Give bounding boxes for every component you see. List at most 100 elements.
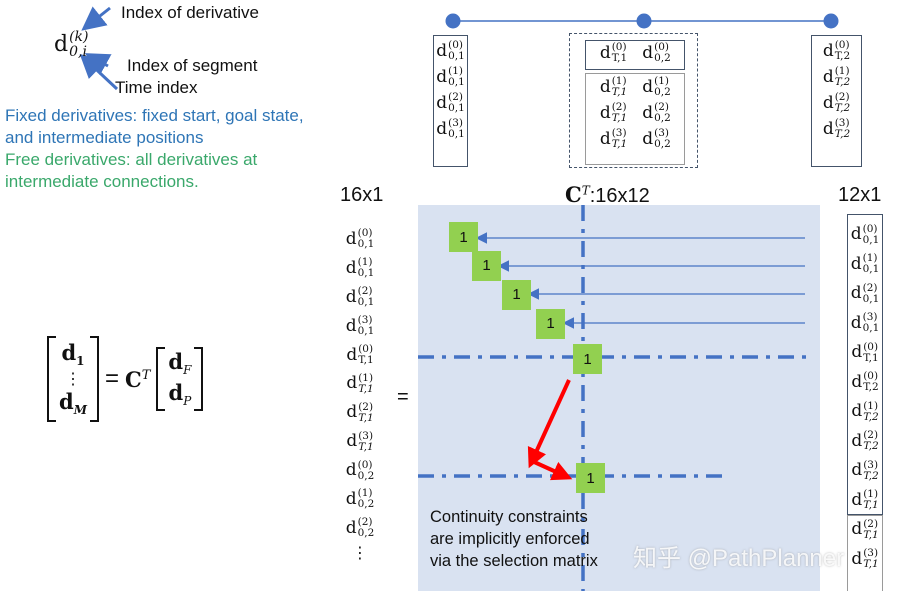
legend-arrow (81, 6, 111, 31)
fixed-connection-box (585, 40, 685, 70)
watermark: 知乎 @PathPlanner (633, 545, 845, 572)
continuity-note: Continuity constraints are implicitly en… (430, 506, 598, 572)
lhs-top: d (61, 339, 77, 365)
matrix-cell-one: 1 (573, 344, 602, 374)
segment2-end-box (811, 35, 862, 167)
free-derivatives-line2: intermediate connections. (5, 172, 199, 191)
derivative-label: d(2)T,2 (822, 91, 851, 115)
derivative-label: d(0)T,1 (346, 342, 374, 366)
fixed-derivatives-line1: Fixed derivatives: fixed start, goal sta… (5, 106, 304, 125)
derivative-label: d(2)T,1 (851, 517, 879, 541)
derivative-label: d(3)T,1 (851, 547, 879, 571)
free-connection-box (585, 73, 685, 165)
derivative-label: d(2)T,2 (851, 429, 879, 453)
symbol-base: d (54, 31, 69, 57)
continuity-arrow-up (527, 379, 571, 469)
index-of-segment-label: Index of segment (127, 56, 258, 75)
derivative-label: d(3)T,2 (851, 458, 879, 482)
note-line-3: via the selection matrix (430, 552, 598, 570)
more-rows-dots: ⋮ (352, 544, 368, 562)
left-dimension-label: 16x1 (340, 184, 384, 206)
left-bracket (47, 336, 56, 422)
derivative-label: d(1)T,2 (822, 65, 851, 89)
lhs-bottom-sub: M (73, 403, 87, 418)
derivative-label: d(2)0,1 (436, 91, 465, 115)
derivative-label: d(2)0,2 (345, 516, 375, 540)
segment1-start-box (433, 35, 468, 167)
fixed-derivatives-line2: and intermediate positions (5, 128, 204, 147)
matrix-cell-one: 1 (472, 250, 501, 281)
note-line-2: are implicitly enforced (430, 530, 590, 548)
symbol-sup: (k) (69, 29, 89, 45)
rhs-top-sub: F (183, 363, 192, 378)
derivative-label: d(0)0,1 (345, 227, 375, 251)
derivative-label: d(1)T,1 (599, 75, 628, 99)
matrix-name: C (565, 182, 582, 207)
derivative-label: d(2)T,1 (346, 400, 374, 424)
derivative-label: d(2)T,1 (599, 101, 628, 125)
free-vector-box (847, 515, 883, 591)
time-index-label: Time index (115, 78, 198, 97)
derivative-label: d(1)0,1 (345, 256, 375, 280)
derivative-symbol: d (k)0,i (54, 30, 89, 59)
waypoint-node (823, 13, 839, 29)
rhs-bottom: d (168, 380, 184, 405)
derivative-label: d(0)0,2 (345, 458, 375, 482)
fixed-vector-box (847, 214, 883, 515)
derivative-label: d(3)T,2 (822, 117, 851, 141)
equals-sign-main: = (397, 386, 409, 408)
lhs-top-sub: 1 (76, 354, 85, 368)
lhs-bottom: d (59, 389, 74, 414)
equals-sign: = (104, 365, 119, 392)
matrix-cell-one: 1 (502, 279, 531, 310)
derivative-label: d(1)0,2 (345, 487, 375, 511)
derivative-label: d(3)T,1 (346, 429, 374, 453)
right-bracket (89, 336, 99, 422)
matrix-cell-one: 1 (576, 463, 605, 493)
derivative-label: d(1)0,2 (642, 75, 671, 99)
continuity-arrow-right (531, 459, 573, 481)
derivative-label: d(2)0,1 (850, 281, 880, 305)
derivative-label: d(0)T,1 (851, 340, 879, 364)
matrix-sup: T (141, 367, 151, 383)
derivative-label: d(3)0,1 (436, 117, 465, 141)
waypoint-node (445, 13, 461, 29)
rhs-bottom-sub: P (183, 394, 192, 409)
derivative-label: d(3)0,1 (850, 311, 880, 335)
derivative-label: d(2)0,1 (345, 285, 375, 309)
rhs-top: d (168, 349, 184, 375)
derivative-label: d(0)0,1 (436, 39, 465, 63)
derivative-label: d(2)0,2 (642, 101, 671, 125)
derivative-label: d(1)0,1 (850, 252, 880, 276)
matrix-symbol: C (125, 366, 142, 392)
derivative-label: d(3)0,1 (345, 314, 375, 338)
right-dimension-label: 12x1 (838, 184, 882, 206)
equation: d1 ⋮ dM = CT dF dP (47, 336, 204, 422)
lhs-dots: ⋮ (64, 369, 81, 388)
waypoint-node (636, 13, 652, 29)
connection-dashed-box (569, 33, 698, 168)
rhs-left-bracket (156, 347, 166, 411)
derivative-label: d(3)0,2 (642, 127, 671, 151)
matrix-cell-one: 1 (536, 308, 565, 339)
derivative-label: d(0)T,2 (851, 370, 879, 394)
right-vector: d(0)0,1 d(1)0,1 d(2)0,1 d(3)0,1 d(0)T,1 d(0)T… (847, 220, 883, 574)
derivative-label: d(1)T,1 (851, 488, 879, 512)
derivative-label: d(0)0,1 (850, 222, 880, 246)
matrix-cell-one: 1 (449, 222, 478, 252)
rhs-vector: dF dP (165, 348, 194, 410)
derivative-label: d(1)T,2 (851, 399, 879, 423)
note-line-1: Continuity constraints (430, 508, 588, 526)
lhs-vector: d1 ⋮ dM (56, 340, 90, 418)
symbol-sub: 0,i (69, 43, 87, 60)
rhs-right-bracket (194, 347, 204, 411)
derivative-label: d(0)T,2 (822, 39, 851, 63)
